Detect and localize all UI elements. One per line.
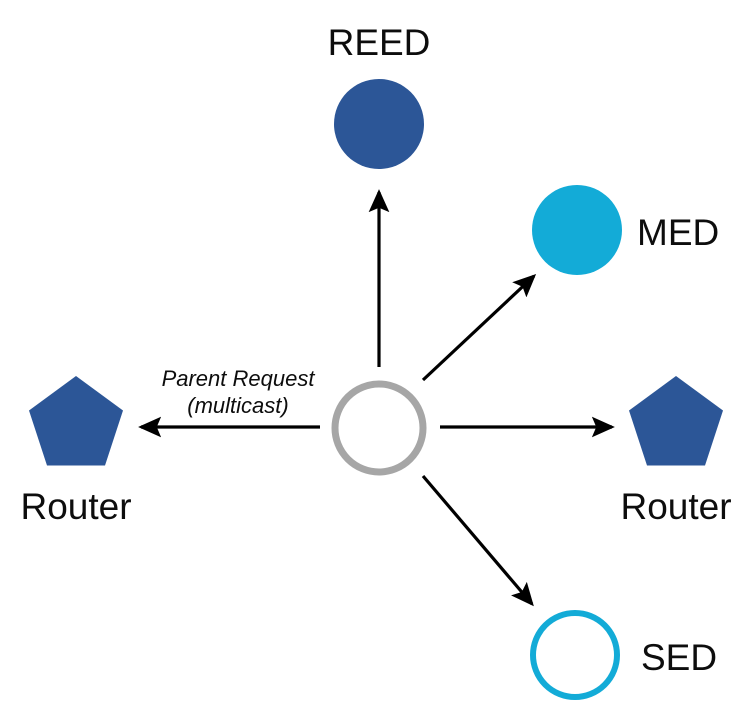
node-reed-circle[interactable] — [334, 79, 424, 169]
node-router-left-pentagon[interactable] — [29, 376, 123, 466]
node-router-right-pentagon[interactable] — [629, 376, 723, 466]
arrow-to-sed — [421, 474, 534, 607]
arrow-to-med — [421, 274, 537, 382]
node-reed-label: REED — [328, 22, 431, 63]
node-router-left-label: Router — [20, 486, 131, 527]
node-med-circle[interactable] — [532, 185, 622, 275]
node-sed-label: SED — [641, 637, 717, 678]
edge-label-line-2: (multicast) — [187, 393, 288, 418]
center-node-circle[interactable] — [331, 380, 427, 476]
edge-label-line-1: Parent Request — [162, 366, 316, 391]
node-med-label: MED — [637, 212, 719, 253]
node-router-right-label: Router — [620, 486, 731, 527]
arrow-group — [138, 189, 615, 607]
edge-label-parent-request: Parent Request (multicast) — [162, 366, 316, 418]
node-sed-circle[interactable] — [530, 610, 620, 700]
